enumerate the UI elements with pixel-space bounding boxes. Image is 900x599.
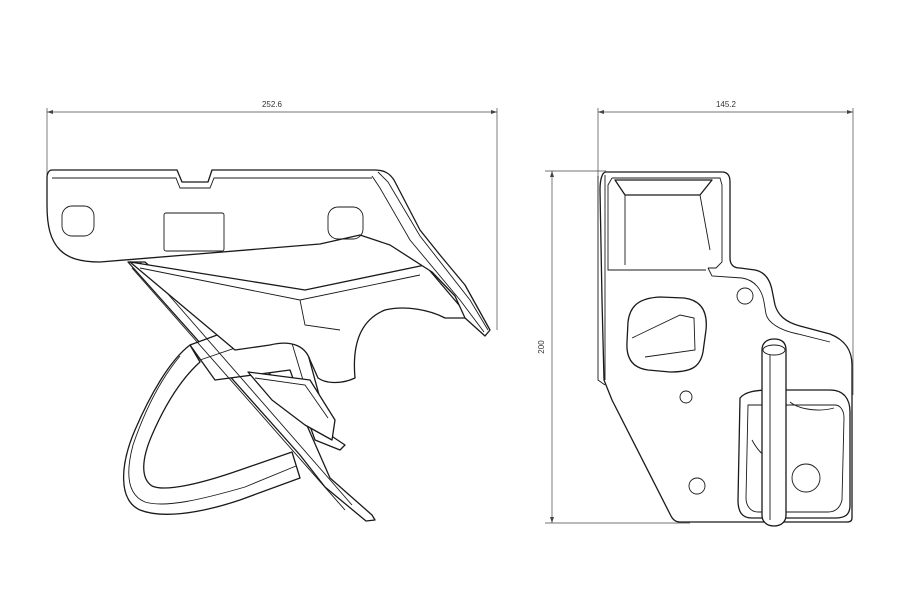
side-view-width-label: 252.6 <box>262 100 283 109</box>
side-view: 252.6 <box>46 100 498 522</box>
front-view-width-label: 145.2 <box>716 100 737 109</box>
side-slot-left <box>61 205 95 237</box>
side-square-window <box>163 212 225 252</box>
front-hole-lower <box>688 477 706 495</box>
front-view-height-label: 200 <box>537 340 546 354</box>
front-cup-hole <box>791 463 821 493</box>
side-view-width-dimension: 252.6 <box>46 100 498 330</box>
front-pin <box>761 338 787 527</box>
side-slot-right <box>327 206 364 240</box>
front-hole-middle <box>679 390 693 404</box>
front-view-height-dimension: 200 <box>537 170 690 524</box>
front-pocket <box>626 296 707 373</box>
side-view-web <box>129 261 471 384</box>
front-view-width-dimension: 145.2 <box>597 100 854 395</box>
front-cup <box>737 389 851 519</box>
front-view: 145.2 200 <box>537 100 854 527</box>
front-hole-upper <box>736 287 754 305</box>
front-view-body <box>597 171 853 527</box>
side-view-plate <box>46 169 491 337</box>
